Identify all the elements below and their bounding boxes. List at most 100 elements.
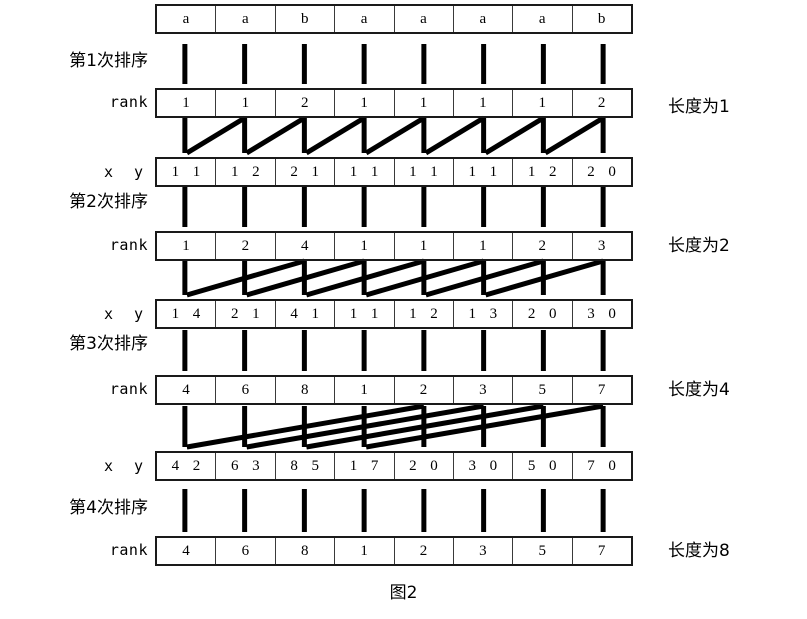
xy-y: 2: [549, 163, 558, 180]
length-2-label: 长度为2: [668, 236, 730, 256]
xy-x: 2: [409, 457, 418, 474]
rank-cell: 8: [276, 377, 336, 403]
xy-y: 2: [430, 305, 439, 322]
xy-y: 2: [252, 163, 261, 180]
link-diagonal: [425, 258, 545, 298]
link-diagonal: [365, 258, 485, 298]
rank-cell: 7: [597, 381, 606, 398]
rank-cell: 4: [157, 538, 217, 564]
rank-cell: 2: [597, 94, 606, 111]
link-diagonal: [186, 403, 425, 450]
pass-2-label: 第2次排序: [69, 192, 148, 212]
letter-cell: b: [276, 6, 336, 32]
rank-cell: 3: [597, 237, 606, 254]
rank-cell: 1: [157, 90, 217, 116]
letter-cell: a: [157, 6, 217, 32]
length-1-label: 长度为1: [668, 97, 730, 117]
letter-cell: a: [216, 6, 276, 32]
xy-y: 5: [311, 457, 320, 474]
link-diagonal: [245, 115, 306, 156]
pass-1-label: 第1次排序: [69, 51, 148, 71]
xy-x: 1: [527, 163, 536, 180]
xy-x: 1: [171, 305, 180, 322]
link-diagonal: [185, 115, 246, 156]
rank-3-label: rank: [109, 380, 148, 398]
rank-cell: 1: [157, 233, 217, 259]
link-diagonal: [484, 258, 604, 298]
xy-3-label-y: y: [134, 457, 144, 475]
xy-x: 1: [468, 305, 477, 322]
xy-x: 1: [468, 163, 477, 180]
length-3-label: 长度为4: [668, 380, 730, 400]
pass-4-label: 第4次排序: [69, 498, 148, 518]
rank-cell: 1: [216, 90, 276, 116]
xy-x: 1: [349, 163, 358, 180]
xy-x: 7: [587, 457, 596, 474]
rank-cell: 2: [395, 377, 454, 403]
link-diagonal: [245, 258, 365, 298]
rank-cell: 1: [335, 377, 395, 403]
link-diagonal: [186, 258, 306, 298]
rank-cell: 1: [335, 538, 395, 564]
link-diagonal: [365, 403, 604, 450]
length-4-label: 长度为8: [668, 541, 730, 561]
rank-4-row: 4 6 8 1 2 3 5 7: [155, 536, 633, 566]
xy-y: 1: [370, 163, 379, 180]
rank-cell: 3: [454, 377, 514, 403]
xy-x: 5: [527, 457, 536, 474]
xy-y: 1: [192, 163, 201, 180]
xy-y: 3: [252, 457, 261, 474]
rank-cell: 1: [454, 233, 514, 259]
link-diagonal: [305, 403, 544, 450]
rank-cell: 1: [395, 233, 454, 259]
xy-3-label-x: x: [104, 457, 114, 475]
xy-y: 0: [430, 457, 439, 474]
rank-1-row: 1 1 2 1 1 1 1 2: [155, 88, 633, 118]
rank-2-label: rank: [109, 236, 148, 254]
rank-cell: 1: [454, 90, 514, 116]
xy-y: 0: [608, 163, 617, 180]
rank-cell: 1: [395, 90, 454, 116]
xy-x: 2: [527, 305, 536, 322]
rank-2-row: 1 2 4 1 1 1 2 3: [155, 231, 633, 261]
rank-3-row: 4 6 8 1 2 3 5 7: [155, 375, 633, 405]
xy-y: 3: [489, 305, 498, 322]
link-diagonal: [305, 115, 366, 156]
rank-cell: 4: [157, 377, 217, 403]
xy-y: 1: [430, 163, 439, 180]
xy-y: 2: [192, 457, 201, 474]
link-diagonal: [364, 115, 426, 156]
link-diagonal: [246, 403, 485, 450]
xy-y: 7: [370, 457, 379, 474]
rank-cell: 8: [276, 538, 336, 564]
xy-y: 0: [549, 457, 558, 474]
xy-y: 4: [192, 305, 201, 322]
xy-x: 2: [290, 163, 299, 180]
xy-x: 3: [587, 305, 596, 322]
rank-cell: 2: [513, 233, 573, 259]
rank-cell: 1: [335, 233, 395, 259]
xy-x: 1: [409, 305, 418, 322]
xy-y: 1: [311, 305, 320, 322]
letter-cell: a: [395, 6, 454, 32]
rank-cell: 2: [216, 233, 276, 259]
figure-caption: 图2: [389, 583, 418, 603]
rank-cell: 2: [276, 90, 336, 116]
